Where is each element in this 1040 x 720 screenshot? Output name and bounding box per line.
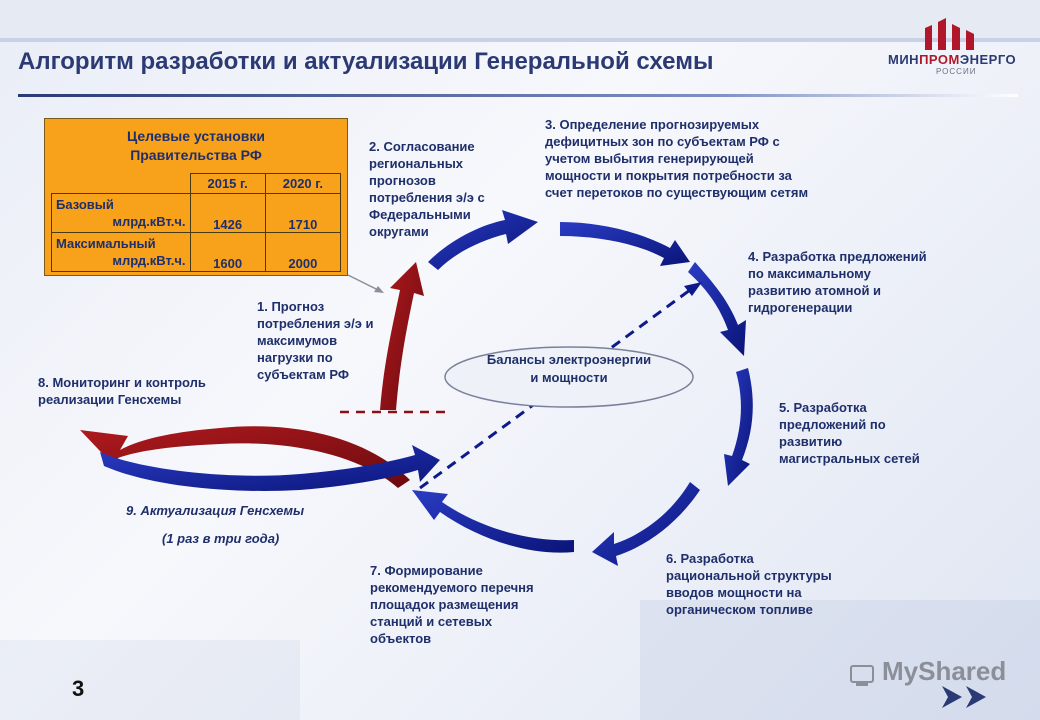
row-value-2020: 1710 (264, 193, 342, 233)
box-connector-arrowhead (374, 286, 384, 293)
row-label-unit: млрд.кВт.ч. (112, 214, 186, 229)
step4-line: по максимальному (748, 266, 871, 281)
arrow-step6 (592, 482, 700, 566)
balance-ellipse (444, 346, 694, 408)
step2-line: региональных (369, 156, 464, 171)
dashed-arrow (419, 288, 691, 490)
targets-title: Целевые установки Правительства РФ (45, 127, 347, 165)
step5-line: магистральных сетей (779, 451, 920, 466)
step3-line: счет перетоков по существующим сетям (545, 185, 809, 200)
arrow-step2 (428, 210, 538, 270)
arrow-step5 (724, 368, 753, 486)
step5-label: 5. Разработка предложений по развитию ма… (779, 399, 920, 467)
arrow-step8 (80, 426, 410, 488)
row-value-2020: 2000 (264, 232, 342, 272)
step8-line: 8. Мониторинг и контроль (38, 375, 206, 390)
logo-accent: ПРОМ (919, 52, 960, 67)
arrow-step4 (688, 262, 746, 356)
step1-line: потребления э/э и (257, 316, 374, 331)
step6-line: вводов мощности на (666, 585, 802, 600)
step2-line: потребления э/э с (369, 190, 485, 205)
row-label: Максимальный млрд.кВт.ч. (51, 232, 191, 272)
row-label-name: Базовый (56, 197, 114, 212)
targets-table: 2015 г. 2020 г. Базовый млрд.кВт.ч. 1426… (51, 173, 342, 272)
watermark-icon (850, 665, 874, 686)
logo-prefix: МИН (888, 52, 920, 67)
next-arrows-icon[interactable] (940, 684, 1000, 710)
row-label-name: Максимальный (56, 236, 156, 251)
dashed-arrow-head (684, 282, 702, 296)
step2-line: Федеральными (369, 207, 471, 222)
ministry-logo-icon (925, 18, 974, 50)
step7-line: рекомендуемого перечня (370, 580, 534, 595)
step8-label: 8. Мониторинг и контроль реализации Генс… (38, 374, 206, 408)
step1-line: субъектам РФ (257, 367, 349, 382)
page-number: 3 (72, 676, 85, 701)
step6-line: органическом топливе (666, 602, 813, 617)
step2-line: прогнозов (369, 173, 436, 188)
col-2020-header: 2020 г. (264, 173, 342, 194)
step7-line: 7. Формирование (370, 563, 483, 578)
page-title: Алгоритм разработки и актуализации Генер… (18, 48, 714, 75)
arrow-step9 (100, 445, 440, 491)
targets-title-line1: Целевые установки (126, 128, 265, 144)
step1-label: 1. Прогноз потребления э/э и максимумов … (257, 298, 373, 383)
step5-line: 5. Разработка (779, 400, 867, 415)
balance-line1: Балансы электроэнергии (486, 352, 652, 367)
logo-wordmark: МИНПРОМЭНЕРГО (888, 52, 1016, 67)
step6-line: 6. Разработка (666, 551, 754, 566)
arrow-step1 (380, 262, 424, 410)
step7-label: 7. Формирование рекомендуемого перечня п… (370, 562, 534, 647)
row-label-unit: млрд.кВт.ч. (112, 253, 186, 268)
arrow-step7 (412, 490, 574, 553)
targets-box: Целевые установки Правительства РФ 2015 … (44, 118, 348, 276)
row-value-2015: 1426 (189, 193, 266, 233)
table-row: Максимальный млрд.кВт.ч. 1600 2000 (51, 232, 342, 272)
step2-line: округами (369, 224, 429, 239)
step5-line: развитию (779, 434, 843, 449)
logo-suffix: ЭНЕРГО (959, 52, 1017, 67)
step4-line: гидрогенерации (748, 300, 853, 315)
balance-label: Балансы электроэнергии и мощности (445, 351, 693, 387)
step1-line: нагрузки по (257, 350, 333, 365)
title-divider (18, 94, 1018, 97)
step3-line: учетом выбытия генерирующей (545, 151, 754, 166)
step3-line: 3. Определение прогнозируемых (545, 117, 760, 132)
step4-line: развитию атомной и (748, 283, 882, 298)
logo-subtitle: РОССИИ (936, 67, 977, 76)
step5-line: предложений по (779, 417, 886, 432)
step9-label: 9. Актуализация Генсхемы (126, 503, 305, 518)
arrow-step3 (560, 222, 690, 266)
balance-line2: и мощности (530, 370, 608, 385)
step7-line: объектов (370, 631, 432, 646)
targets-title-line2: Правительства РФ (130, 147, 262, 163)
step4-line: 4. Разработка предложений (748, 249, 927, 264)
table-header-row: 2015 г. 2020 г. (51, 173, 342, 194)
watermark-text: MyShared (882, 656, 1007, 686)
step7-line: площадок размещения (370, 597, 519, 612)
step2-line: 2. Согласование (369, 139, 475, 154)
step1-line: максимумов (257, 333, 338, 348)
col-2015-header: 2015 г. (189, 173, 266, 194)
step1-line: 1. Прогноз (257, 299, 325, 314)
step2-label: 2. Согласование региональных прогнозов п… (369, 138, 485, 240)
step3-line: мощности и покрытия потребности за (545, 168, 792, 183)
step3-label: 3. Определение прогнозируемых дефицитных… (545, 116, 808, 201)
step7-line: станций и сетевых (370, 614, 493, 629)
step8-line: реализации Генсхемы (38, 392, 182, 407)
row-value-2015: 1600 (189, 232, 266, 272)
step3-line: дефицитных зон по субъектам РФ с (545, 134, 780, 149)
step9-note: (1 раз в три года) (162, 531, 280, 546)
step4-label: 4. Разработка предложений по максимально… (748, 248, 927, 316)
step6-label: 6. Разработка рациональной структуры вво… (666, 550, 832, 618)
step6-line: рациональной структуры (666, 568, 832, 583)
